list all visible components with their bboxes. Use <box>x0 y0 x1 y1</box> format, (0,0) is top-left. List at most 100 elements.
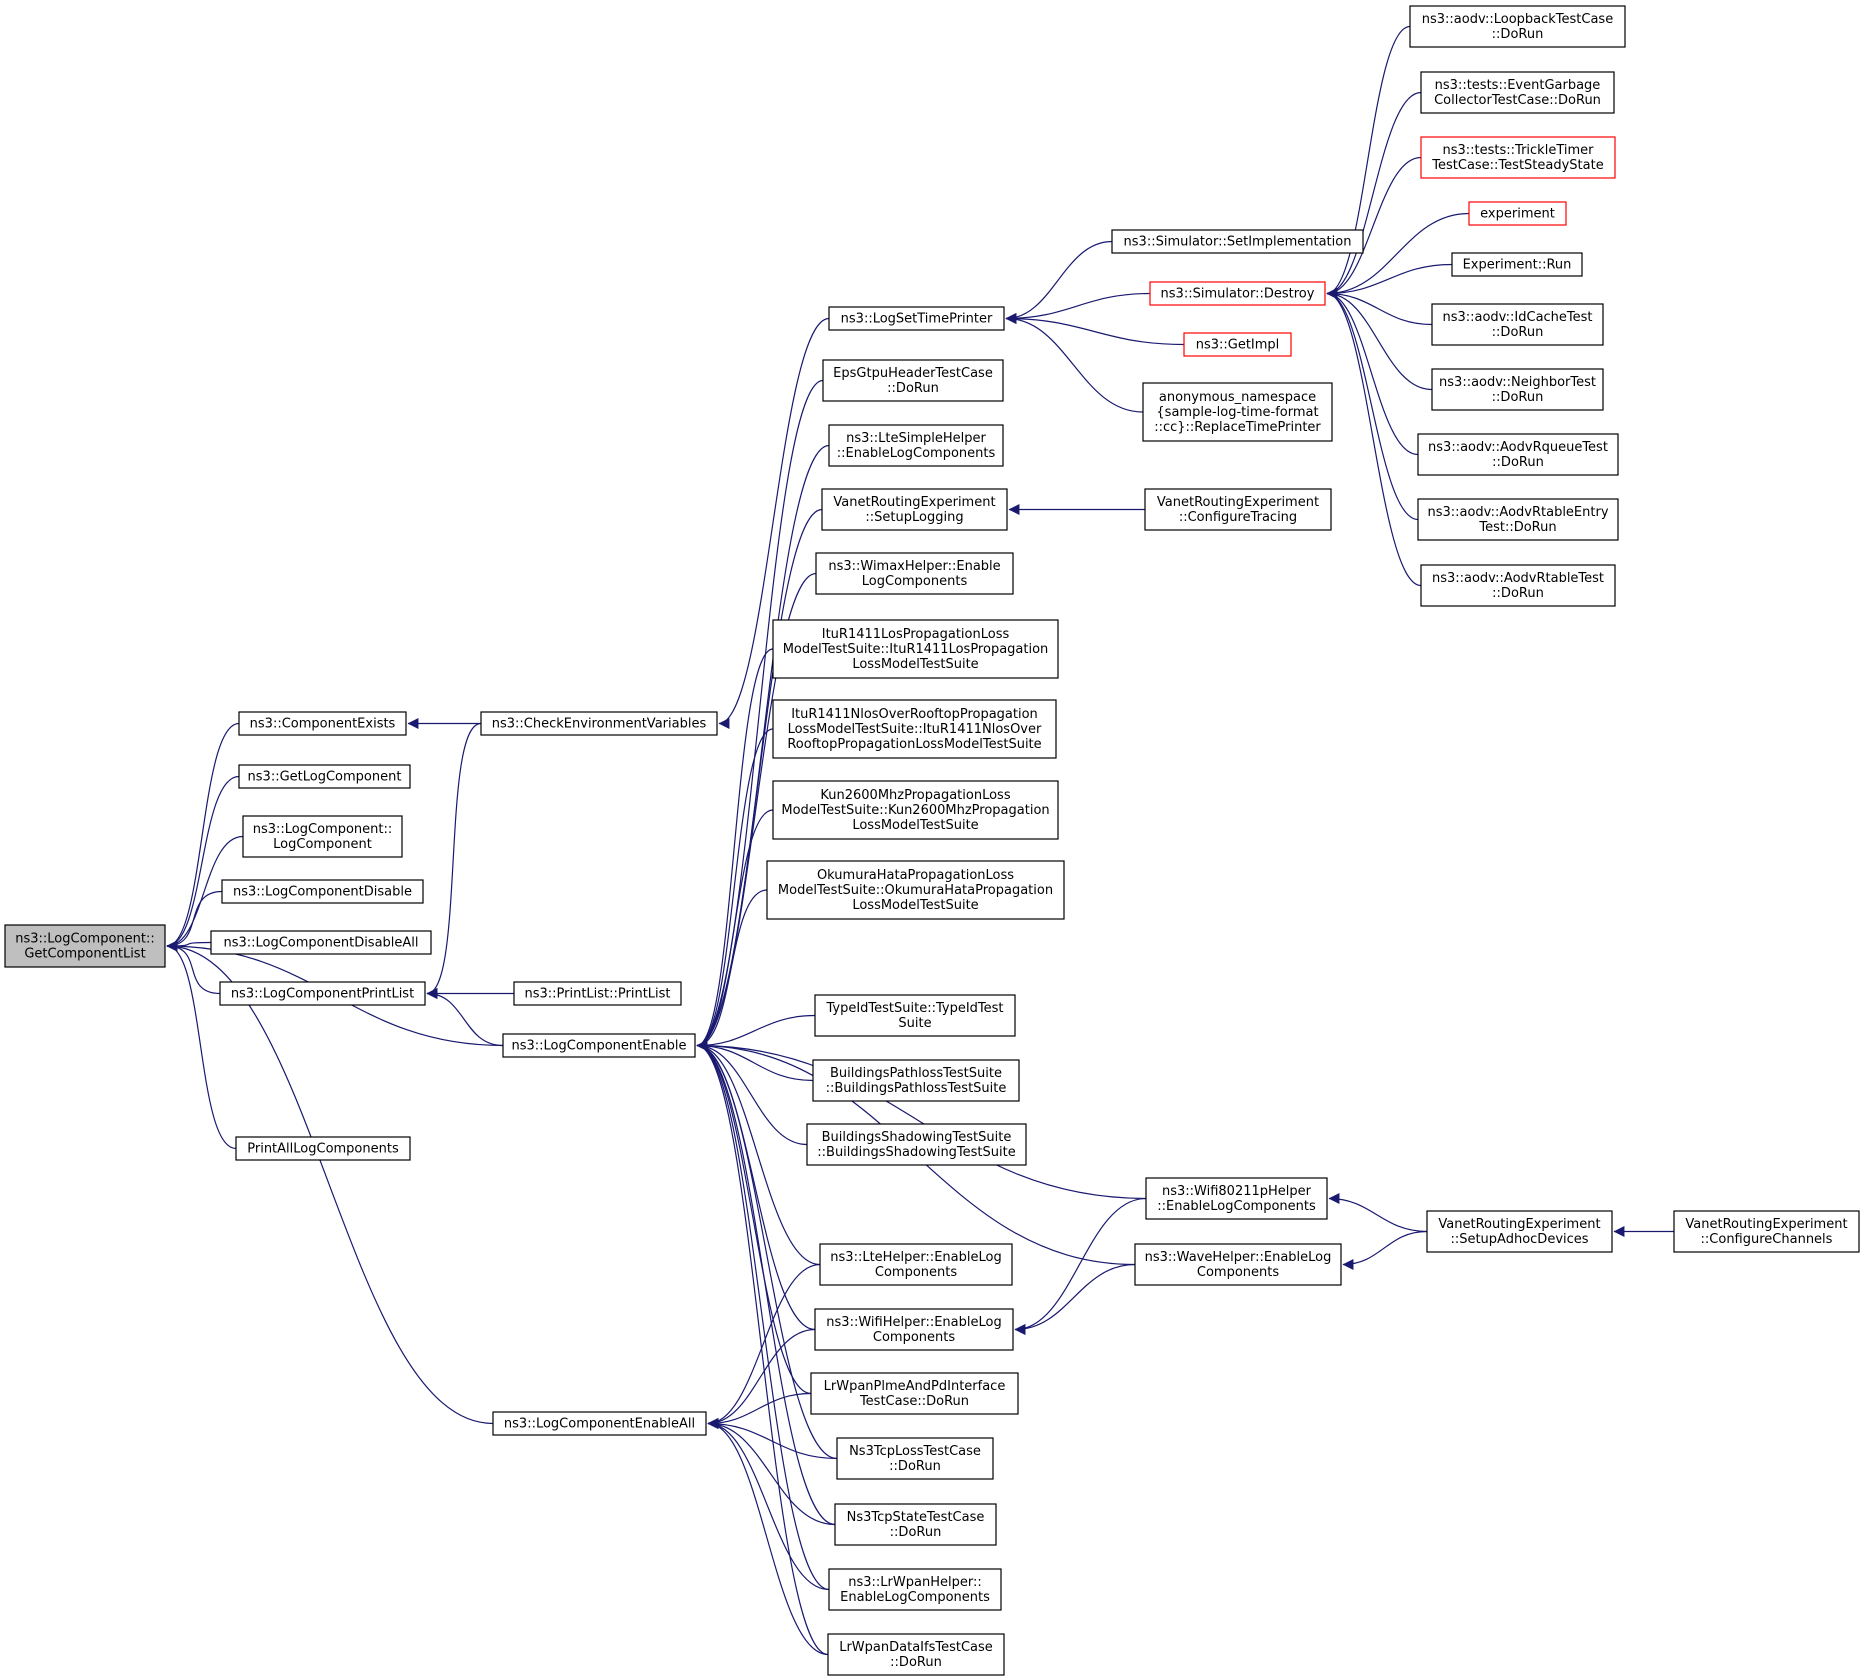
node-idcache[interactable]: ns3::aodv::IdCacheTest::DoRun <box>1431 303 1604 346</box>
node-label-line: ns3::aodv::LoopbackTestCase <box>1422 12 1613 27</box>
node-simdestroy[interactable]: ns3::Simulator::Destroy <box>1149 281 1326 306</box>
node-checkenv[interactable]: ns3::CheckEnvironmentVariables <box>480 711 718 736</box>
node-logsettime[interactable]: ns3::LogSetTimePrinter <box>828 306 1005 331</box>
node-label-line: experiment <box>1480 207 1555 222</box>
node-lrdataifs[interactable]: LrWpanDataIfsTestCase::DoRun <box>827 1633 1005 1676</box>
node-bpath[interactable]: BuildingsPathlossTestSuite::BuildingsPat… <box>812 1059 1020 1102</box>
node-ltehelper[interactable]: ns3::LteHelper::EnableLogComponents <box>819 1243 1013 1286</box>
node-lcdisableall[interactable]: ns3::LogComponentDisableAll <box>210 930 432 955</box>
node-lrwpanhelper[interactable]: ns3::LrWpanHelper::EnableLogComponents <box>828 1568 1002 1611</box>
node-label-line: ns3::GetLogComponent <box>248 770 402 785</box>
edge-root-to-logcompctor <box>166 835 244 952</box>
node-getlogcomp[interactable]: ns3::GetLogComponent <box>238 764 411 789</box>
edge-simdestroy-to-trickle <box>1326 156 1422 299</box>
node-experiment[interactable]: experiment <box>1468 201 1567 226</box>
node-box <box>810 1372 1019 1415</box>
node-label-line: ns3::tests::TrickleTimer <box>1443 143 1595 158</box>
node-epsgtpu[interactable]: EpsGtpuHeaderTestCase::DoRun <box>822 359 1004 402</box>
node-bshadow[interactable]: BuildingsShadowingTestSuite::BuildingsSh… <box>806 1123 1027 1166</box>
node-label-line: ns3::tests::EventGarbage <box>1435 78 1601 93</box>
node-label-line: LossModelTestSuite <box>852 657 978 672</box>
node-kun[interactable]: Kun2600MhzPropagationLossModelTestSuite:… <box>772 780 1059 840</box>
node-logcompctor[interactable]: ns3::LogComponent::LogComponent <box>242 815 403 858</box>
node-okumura[interactable]: OkumuraHataPropagationLossModelTestSuite… <box>766 860 1065 920</box>
node-printlist[interactable]: ns3::PrintList::PrintList <box>513 981 682 1006</box>
node-wifi80211p[interactable]: ns3::Wifi80211pHelper::EnableLogComponen… <box>1145 1177 1328 1220</box>
edge-wifi80211p-to-vanetadhoc <box>1328 1193 1428 1233</box>
node-label-line: ns3::aodv::AodvRtableTest <box>1432 571 1604 586</box>
node-label-line: ns3::aodv::AodvRtableEntry <box>1427 505 1608 520</box>
node-box <box>221 879 424 904</box>
node-label-line: ::DoRun <box>889 1459 941 1474</box>
node-lcenable[interactable]: ns3::LogComponentEnable <box>502 1033 696 1058</box>
node-box <box>1409 5 1626 48</box>
node-box <box>819 1243 1013 1286</box>
node-wavehelper[interactable]: ns3::WaveHelper::EnableLogComponents <box>1134 1243 1342 1286</box>
node-box <box>1420 136 1616 179</box>
node-compexists[interactable]: ns3::ComponentExists <box>238 711 407 736</box>
node-typeid[interactable]: TypeIdTestSuite::TypeIdTestSuite <box>814 994 1016 1037</box>
node-wifihelper[interactable]: ns3::WifiHelper::EnableLogComponents <box>814 1308 1014 1351</box>
node-vanetadhoc[interactable]: VanetRoutingExperiment::SetupAdhocDevice… <box>1426 1210 1613 1253</box>
node-rtable[interactable]: ns3::aodv::AodvRtableTest::DoRun <box>1420 564 1616 607</box>
node-trickle[interactable]: ns3::tests::TrickleTimerTestCase::TestSt… <box>1420 136 1616 179</box>
node-box <box>834 1503 997 1546</box>
node-box <box>828 424 1004 467</box>
node-box <box>1426 1210 1613 1253</box>
node-ltesimple[interactable]: ns3::LteSimpleHelper::EnableLogComponent… <box>828 424 1004 467</box>
edge-logsettime-to-simdestroy <box>1005 292 1151 324</box>
node-box <box>814 994 1016 1037</box>
node-vanetcfgtrace[interactable]: VanetRoutingExperiment::ConfigureTracing <box>1144 488 1332 531</box>
edge-simdestroy-to-rtableentry <box>1326 288 1419 521</box>
edge-lcenable-to-lrdataifs <box>696 1040 829 1656</box>
node-label-line: ::DoRun <box>890 1525 942 1540</box>
node-lcprintlist[interactable]: ns3::LogComponentPrintList <box>219 981 426 1006</box>
edge-lcenable-to-bpath <box>696 1040 814 1082</box>
node-wimax[interactable]: ns3::WimaxHelper::EnableLogComponents <box>815 552 1014 595</box>
node-exprun[interactable]: Experiment::Run <box>1451 252 1583 277</box>
node-tcpstate[interactable]: Ns3TcpStateTestCase::DoRun <box>834 1503 997 1546</box>
edge-lcenableall-to-wifihelper <box>707 1328 816 1429</box>
node-label-line: ModelTestSuite::OkumuraHataPropagation <box>778 883 1053 898</box>
edge-simdestroy-to-idcache <box>1326 288 1433 326</box>
node-box <box>1149 281 1326 306</box>
node-box <box>821 488 1008 531</box>
node-layer: ns3::LogComponent::GetComponentListns3::… <box>4 5 1860 1676</box>
node-anon[interactable]: anonymous_namespace{sample-log-time-form… <box>1142 382 1333 442</box>
node-lcdisable[interactable]: ns3::LogComponentDisable <box>221 879 424 904</box>
node-lcenableall[interactable]: ns3::LogComponentEnableAll <box>492 1411 707 1436</box>
node-root[interactable]: ns3::LogComponent::GetComponentList <box>4 924 166 968</box>
node-label-line: Components <box>1197 1265 1279 1280</box>
node-itunlos[interactable]: ItuR1411NlosOverRooftopPropagationLossMo… <box>772 699 1057 759</box>
node-label-line: ::cc}::ReplaceTimePrinter <box>1154 420 1321 435</box>
node-label-line: ns3::ComponentExists <box>250 717 396 732</box>
node-box <box>1134 1243 1342 1286</box>
node-neighbor[interactable]: ns3::aodv::NeighborTest::DoRun <box>1431 368 1604 411</box>
node-box <box>238 764 411 789</box>
node-getimpl[interactable]: ns3::GetImpl <box>1183 332 1292 357</box>
node-eventgc[interactable]: ns3::tests::EventGarbageCollectorTestCas… <box>1420 71 1615 114</box>
node-vanetchan[interactable]: VanetRoutingExperiment::ConfigureChannel… <box>1673 1210 1860 1253</box>
node-label-line: ns3::PrintList::PrintList <box>524 987 670 1002</box>
node-label-line: Ns3TcpStateTestCase <box>847 1510 985 1525</box>
edge-lcenable-to-wifihelper <box>696 1040 816 1331</box>
edge-wifihelper-to-wifi80211p <box>1014 1197 1147 1335</box>
edge-lcprintlist-to-lcenable <box>426 988 504 1047</box>
edge-lcenableall-to-tcpstate <box>707 1418 836 1526</box>
node-aodvloop[interactable]: ns3::aodv::LoopbackTestCase::DoRun <box>1409 5 1626 48</box>
node-box <box>827 1633 1005 1676</box>
node-simsetimpl[interactable]: ns3::Simulator::SetImplementation <box>1111 229 1364 254</box>
node-itulos[interactable]: ItuR1411LosPropagationLossModelTestSuite… <box>772 619 1059 679</box>
node-tcploss[interactable]: Ns3TcpLossTestCase::DoRun <box>836 1437 994 1480</box>
node-rqueue[interactable]: ns3::aodv::AodvRqueueTest::DoRun <box>1417 433 1619 476</box>
edge-lcenableall-to-lrwpanhelper <box>707 1418 830 1591</box>
edge-wifihelper-to-wavehelper <box>1014 1263 1136 1335</box>
node-printall[interactable]: PrintAllLogComponents <box>235 1136 411 1161</box>
node-vanetsetuplog[interactable]: VanetRoutingExperiment::SetupLogging <box>821 488 1008 531</box>
node-label-line: PrintAllLogComponents <box>247 1142 399 1157</box>
node-box <box>1111 229 1364 254</box>
node-box <box>766 860 1065 920</box>
node-box <box>4 924 166 968</box>
